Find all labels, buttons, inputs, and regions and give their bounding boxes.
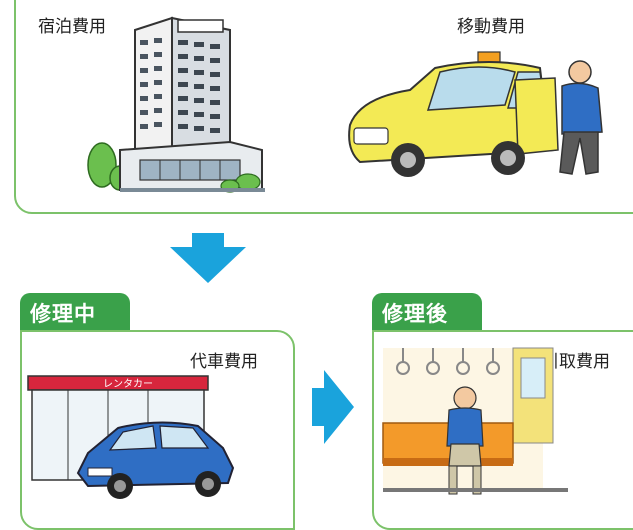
lodging-cost-label: 宿泊費用: [38, 17, 106, 37]
during-repair-tab: 修理中: [20, 293, 130, 333]
hotel-building-illustration: [87, 16, 265, 193]
rental-car-cost-label: 代車費用: [190, 352, 258, 372]
train-passenger-illustration: [382, 347, 568, 495]
right-arrow-icon: [312, 370, 354, 444]
rental-car-shop-illustration: レンタカー: [27, 375, 235, 499]
down-arrow-icon: [170, 233, 246, 283]
taxi-illustration: [348, 51, 603, 177]
after-repair-tab: 修理後: [372, 293, 482, 333]
transport-cost-label: 移動費用: [457, 17, 525, 37]
pickup-cost-label: 引取費用: [542, 352, 610, 372]
shop-sign-text: レンタカー: [103, 378, 153, 390]
